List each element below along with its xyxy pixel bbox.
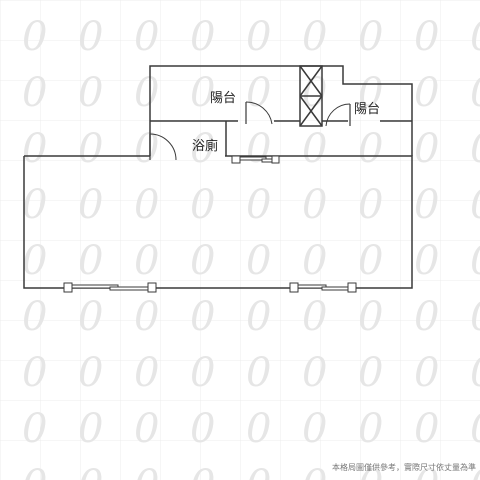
window-bottom-right xyxy=(289,282,357,293)
upper-block-outline xyxy=(149,65,413,156)
window-upper xyxy=(231,155,280,164)
disclaimer-text: 本格局圖僅供參考，實際尺寸依丈量為準 xyxy=(332,462,476,472)
walls xyxy=(23,65,413,289)
room-label-bathroom: 浴廁 xyxy=(192,138,218,154)
door-balcony-left xyxy=(245,101,273,125)
doors xyxy=(149,101,351,161)
door-bathroom xyxy=(149,133,177,161)
main-room-outline xyxy=(23,155,413,289)
room-label-balcony-right: 陽台 xyxy=(354,102,380,117)
door-balcony-right xyxy=(325,103,351,127)
shaft-cross-1 xyxy=(299,65,323,97)
room-label-balcony-left: 陽台 xyxy=(210,91,236,106)
window-bottom-left xyxy=(63,282,157,293)
windows xyxy=(63,155,357,293)
shaft-cross-2 xyxy=(299,95,323,127)
